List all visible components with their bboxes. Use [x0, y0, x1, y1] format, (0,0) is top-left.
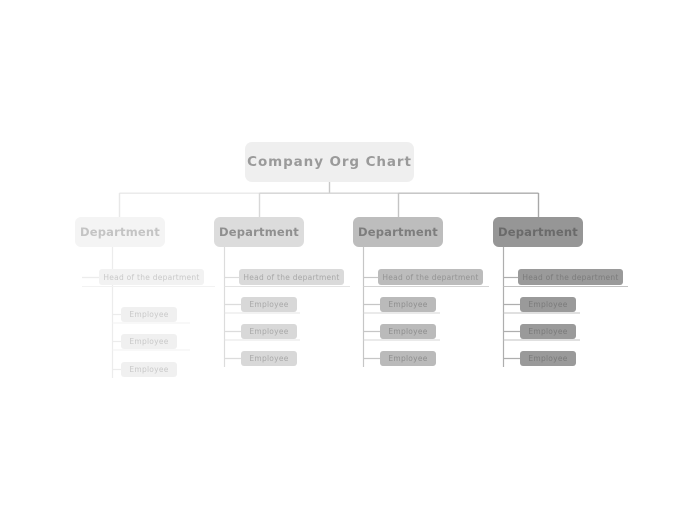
- org-node-employee-3-3[interactable]: Employee: [380, 351, 436, 366]
- org-node-employee-4-2[interactable]: Employee: [520, 324, 576, 339]
- org-node-employee-2-1[interactable]: Employee: [241, 297, 297, 312]
- org-node-head-2[interactable]: Head of the department: [239, 269, 344, 285]
- org-node-employee-2-2[interactable]: Employee: [241, 324, 297, 339]
- org-node-department-4[interactable]: Department: [493, 217, 583, 247]
- org-node-employee-1-1[interactable]: Employee: [121, 307, 177, 322]
- org-node-department-2[interactable]: Department: [214, 217, 304, 247]
- org-node-department-3[interactable]: Department: [353, 217, 443, 247]
- org-node-head-3[interactable]: Head of the department: [378, 269, 483, 285]
- org-node-employee-4-3[interactable]: Employee: [520, 351, 576, 366]
- org-node-employee-1-2[interactable]: Employee: [121, 334, 177, 349]
- org-node-employee-1-3[interactable]: Employee: [121, 362, 177, 377]
- org-node-root[interactable]: Company Org Chart: [245, 142, 414, 182]
- org-node-department-1[interactable]: Department: [75, 217, 165, 247]
- org-node-employee-2-3[interactable]: Employee: [241, 351, 297, 366]
- org-node-head-4[interactable]: Head of the department: [518, 269, 623, 285]
- org-node-employee-3-1[interactable]: Employee: [380, 297, 436, 312]
- org-node-head-1[interactable]: Head of the department: [99, 269, 204, 285]
- org-node-employee-4-1[interactable]: Employee: [520, 297, 576, 312]
- org-node-employee-3-2[interactable]: Employee: [380, 324, 436, 339]
